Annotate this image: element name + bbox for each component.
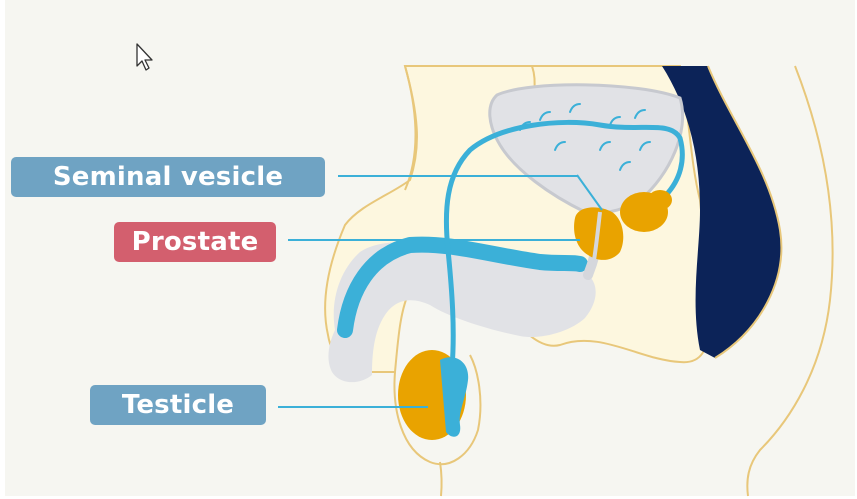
bladder-folds bbox=[519, 103, 651, 171]
scrotum-outline bbox=[393, 354, 482, 466]
perineum-line bbox=[439, 461, 443, 497]
arrow-cursor-icon bbox=[136, 43, 153, 71]
prostate-leader bbox=[288, 239, 580, 241]
back-outline bbox=[746, 65, 834, 497]
vas-deferens bbox=[443, 119, 685, 371]
rectum bbox=[662, 66, 782, 358]
epididymis bbox=[440, 357, 469, 437]
seminal-vesicle-leader-bend bbox=[576, 174, 603, 211]
prostate-label: Prostate bbox=[114, 222, 276, 262]
penis-shaft bbox=[328, 242, 596, 383]
front-outline bbox=[404, 65, 417, 191]
seminal-vesicle-leader bbox=[338, 175, 578, 177]
testicle-label: Testicle bbox=[90, 385, 266, 425]
corpus-spongiosum bbox=[337, 236, 588, 338]
rectum-outline bbox=[707, 65, 783, 359]
seminal-vesicle-label: Seminal vesicle bbox=[11, 157, 325, 197]
testicle-leader bbox=[278, 406, 428, 408]
